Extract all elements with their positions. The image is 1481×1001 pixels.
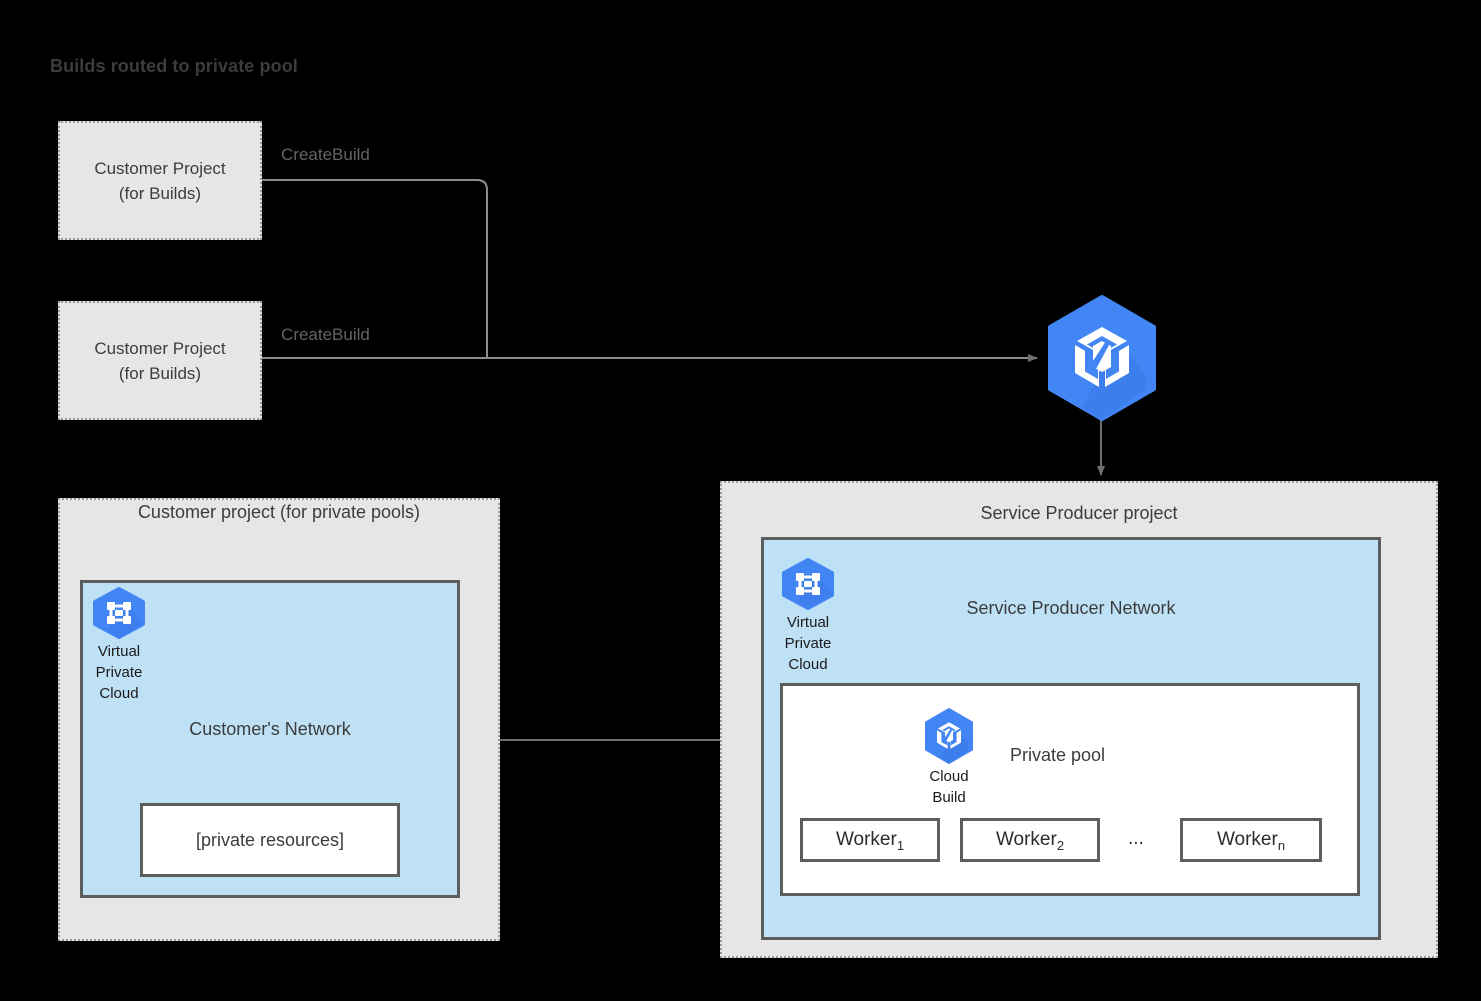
vpc-caption-producer: Virtual Private Cloud: [784, 614, 832, 673]
private-pool-box[interactable]: [780, 683, 1360, 896]
cloud-build-icon: [1048, 295, 1156, 421]
worker-n-label: Workern: [1216, 829, 1286, 853]
private-pool-title: Private pool: [1010, 745, 1106, 765]
vpc-icon-group-customer: Virtual Private Cloud: [90, 587, 148, 704]
virtual-private-cloud-icon: [93, 587, 145, 639]
cloud-build-service-icon-group[interactable]: [1043, 295, 1161, 421]
virtual-private-cloud-icon: [782, 558, 834, 610]
page-title: Builds routed to private pool: [50, 56, 298, 76]
vpc-icon-group-producer: Virtual Private Cloud: [779, 558, 837, 675]
private-resources-label: [private resources]: [195, 829, 345, 850]
service-producer-network-title: Service Producer Network: [966, 598, 1176, 618]
workers-ellipsis: ...: [1128, 828, 1144, 849]
customers-network-title: Customer's Network: [189, 719, 351, 739]
customer-private-pools-project-title: Customer project (for private pools): [137, 502, 421, 522]
vpc-caption-customer: Virtual Private Cloud: [95, 643, 143, 702]
worker-1-label: Worker1: [835, 829, 905, 853]
worker-box-1[interactable]: Worker1: [800, 818, 940, 862]
private-resources-box[interactable]: [private resources]: [140, 803, 400, 877]
cloud-build-caption-pool: Cloud Build: [929, 768, 969, 806]
customer-project-1-text: Customer Project (for Builds): [94, 158, 226, 203]
cloud-build-icon: [925, 708, 974, 764]
customer-project-2-text: Customer Project (for Builds): [94, 338, 226, 383]
service-producer-project-title: Service Producer project: [980, 503, 1178, 523]
edge-label-createbuild-1: CreateBuild: [281, 145, 370, 164]
worker-box-n[interactable]: Workern: [1180, 818, 1322, 862]
cloud-build-icon-group-pool: Cloud Build: [920, 708, 978, 808]
worker-2-label: Worker2: [995, 829, 1065, 853]
customer-project-box-1[interactable]: Customer Project (for Builds): [58, 121, 262, 240]
customer-project-box-2[interactable]: Customer Project (for Builds): [58, 301, 262, 420]
worker-box-2[interactable]: Worker2: [960, 818, 1100, 862]
edge-label-createbuild-2: CreateBuild: [281, 325, 370, 344]
